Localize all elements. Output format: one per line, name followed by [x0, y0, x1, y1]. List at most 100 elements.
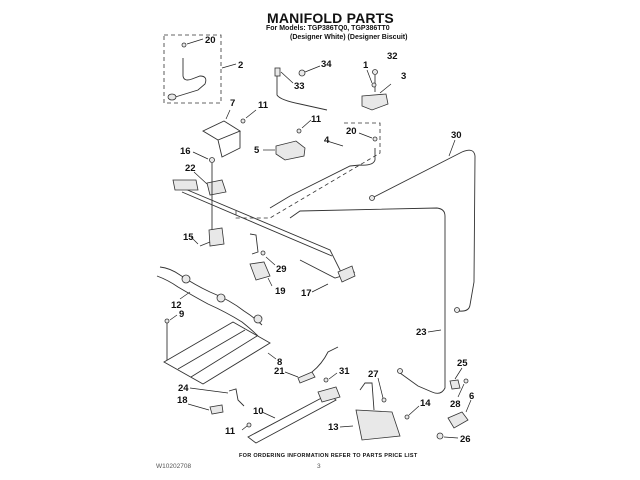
callout-8: 8: [277, 357, 282, 368]
part-30-tube: [369, 139, 476, 313]
part-15-group: [190, 227, 225, 247]
screw-20b: [372, 136, 378, 142]
leader: [187, 403, 210, 411]
orifice-17: [337, 265, 356, 283]
part-12-group: [156, 266, 263, 337]
callout-23: 23: [416, 327, 427, 338]
manifold-main-edge: [181, 191, 333, 257]
screw-11: [240, 118, 246, 124]
callout-19: 19: [275, 286, 286, 297]
burner-10: [247, 393, 337, 444]
screw-11b: [296, 128, 302, 134]
callout-28: 28: [450, 399, 461, 410]
callout-32: 32: [387, 51, 398, 62]
screw-32: [372, 69, 378, 75]
screw-16: [209, 157, 215, 163]
clamp-22: [206, 179, 227, 196]
callout-13: 13: [328, 422, 339, 433]
nut-31: [323, 377, 329, 383]
tube-23-nut: [397, 368, 403, 374]
callout-12: 12: [171, 300, 182, 311]
part-3-group: [361, 69, 392, 111]
leader: [189, 387, 229, 394]
nut-26: [436, 432, 444, 440]
callout-11: 11: [258, 100, 269, 111]
igniter-21-wire: [311, 346, 339, 373]
leader: [326, 140, 344, 147]
callout-20b: 20: [346, 126, 357, 137]
callout-17: 17: [301, 288, 312, 299]
part-2-group: [163, 34, 237, 104]
ordering-note: FOR ORDERING INFORMATION REFER TO PARTS …: [239, 453, 418, 459]
nut-34: [298, 69, 306, 77]
tube-30: [371, 149, 476, 312]
part-33-group: [274, 65, 328, 111]
leader: [261, 411, 276, 419]
callout-6: 6: [469, 391, 474, 402]
leader: [328, 372, 338, 380]
callout-24: 24: [178, 383, 189, 394]
leader: [186, 38, 204, 45]
page-title: MANIFOLD PARTS: [267, 10, 394, 26]
callout-29: 29: [276, 264, 287, 275]
bracket-24: [228, 388, 245, 407]
valve-15: [208, 227, 225, 247]
leader: [280, 71, 294, 84]
leader: [192, 151, 209, 160]
part-4-group: [235, 122, 381, 219]
plate-8-lines: [177, 329, 258, 378]
tube-30-nut: [369, 195, 375, 201]
pipe-nut: [167, 93, 177, 101]
leader: [304, 65, 321, 73]
leader: [358, 132, 373, 139]
tube-4: [269, 148, 376, 209]
plate-8: [163, 321, 271, 385]
leader: [267, 352, 277, 360]
igniter-33: [274, 67, 281, 77]
pipe-2: [171, 58, 207, 99]
burner-12-bottom: [156, 275, 259, 337]
washer-1: [371, 82, 377, 88]
screw-28: [463, 378, 469, 384]
group-box-2: [163, 34, 222, 104]
part-19-group: [249, 233, 276, 287]
leader: [408, 405, 420, 416]
leader: [454, 367, 463, 380]
tube-30-nut-end: [454, 307, 460, 313]
igniter-21: [297, 371, 316, 384]
part-5-group: [263, 119, 312, 161]
leader: [377, 377, 384, 399]
callout-26: 26: [460, 434, 471, 445]
part-24-group: [187, 387, 245, 415]
callout-3: 3: [401, 71, 406, 82]
clip-25: [449, 379, 461, 390]
screw-14: [404, 414, 410, 420]
regulator-6: [447, 411, 469, 429]
callout-21: 21: [274, 366, 285, 377]
callout-1: 1: [363, 60, 369, 71]
callout-2: 2: [238, 60, 243, 71]
manifold-block-13: [355, 409, 401, 441]
burner-port-2: [216, 293, 226, 303]
valve-5: [275, 140, 306, 161]
part-7-group: [202, 109, 257, 158]
callout-14: 14: [420, 398, 431, 409]
model-numbers: For Models: TGP386TQ0, TGP386TT0: [266, 25, 390, 32]
callout-5: 5: [254, 145, 260, 156]
part-13-group: [339, 377, 420, 441]
burner-port-1: [181, 274, 191, 284]
valve-15-stem: [199, 241, 211, 247]
leader: [465, 399, 472, 413]
shield-7: [202, 120, 241, 158]
leader: [448, 139, 456, 157]
tube-23: [289, 207, 446, 394]
callout-33: 33: [294, 81, 305, 92]
leader: [366, 69, 373, 84]
screw-11c: [246, 422, 252, 428]
callout-10: 10: [253, 406, 264, 417]
leader: [301, 119, 312, 129]
part-23-tube: [289, 207, 446, 394]
callout-15: 15: [183, 232, 194, 243]
part-6-group: [436, 367, 472, 440]
clip-18: [209, 404, 224, 415]
